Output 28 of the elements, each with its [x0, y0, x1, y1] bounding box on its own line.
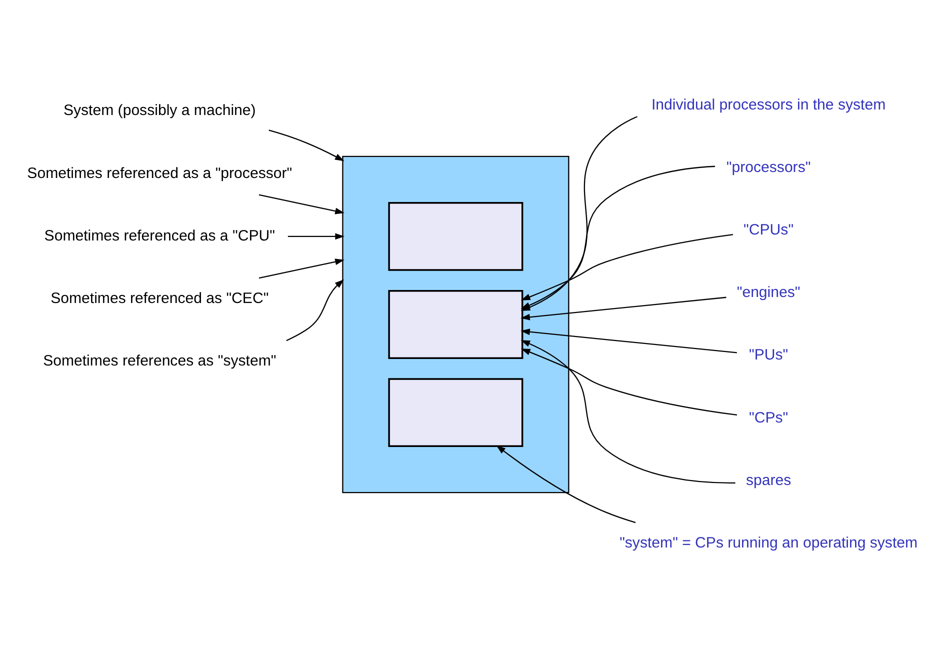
arrow: [268, 130, 344, 162]
node-text: "PUs": [748, 346, 788, 364]
node-box: [388, 290, 523, 359]
node-text: "system" = CPs running an operating system: [619, 534, 918, 552]
arrow: [520, 328, 736, 354]
node-text: Sometimes referenced as a "CPU": [44, 227, 274, 244]
node-text: System (possibly a machine): [62, 102, 256, 120]
node-text: "processors": [726, 159, 810, 176]
arrow: [258, 194, 344, 214]
arrow: [287, 233, 344, 240]
node-box: [388, 378, 523, 448]
arrow: [286, 279, 344, 342]
node-text: Individual processors in the system: [650, 96, 886, 114]
node-box: [388, 202, 523, 271]
arrow: [496, 445, 636, 524]
node-text: Sometimes referenced as "CEC": [50, 290, 268, 307]
arrow: [520, 340, 735, 484]
arrow: [258, 258, 344, 279]
node-text: spares: [745, 472, 791, 489]
arrow: [520, 234, 733, 300]
node-text: "engines": [736, 284, 800, 302]
node-text: Sometimes referenced as a "processor": [26, 164, 292, 182]
node-text: "CPUs": [743, 222, 794, 239]
node-text: "CPs": [748, 409, 788, 426]
arrow: [520, 348, 737, 416]
node-text: Sometimes references as "system": [42, 352, 276, 370]
arrow: [520, 166, 715, 309]
cluster: [342, 156, 569, 494]
